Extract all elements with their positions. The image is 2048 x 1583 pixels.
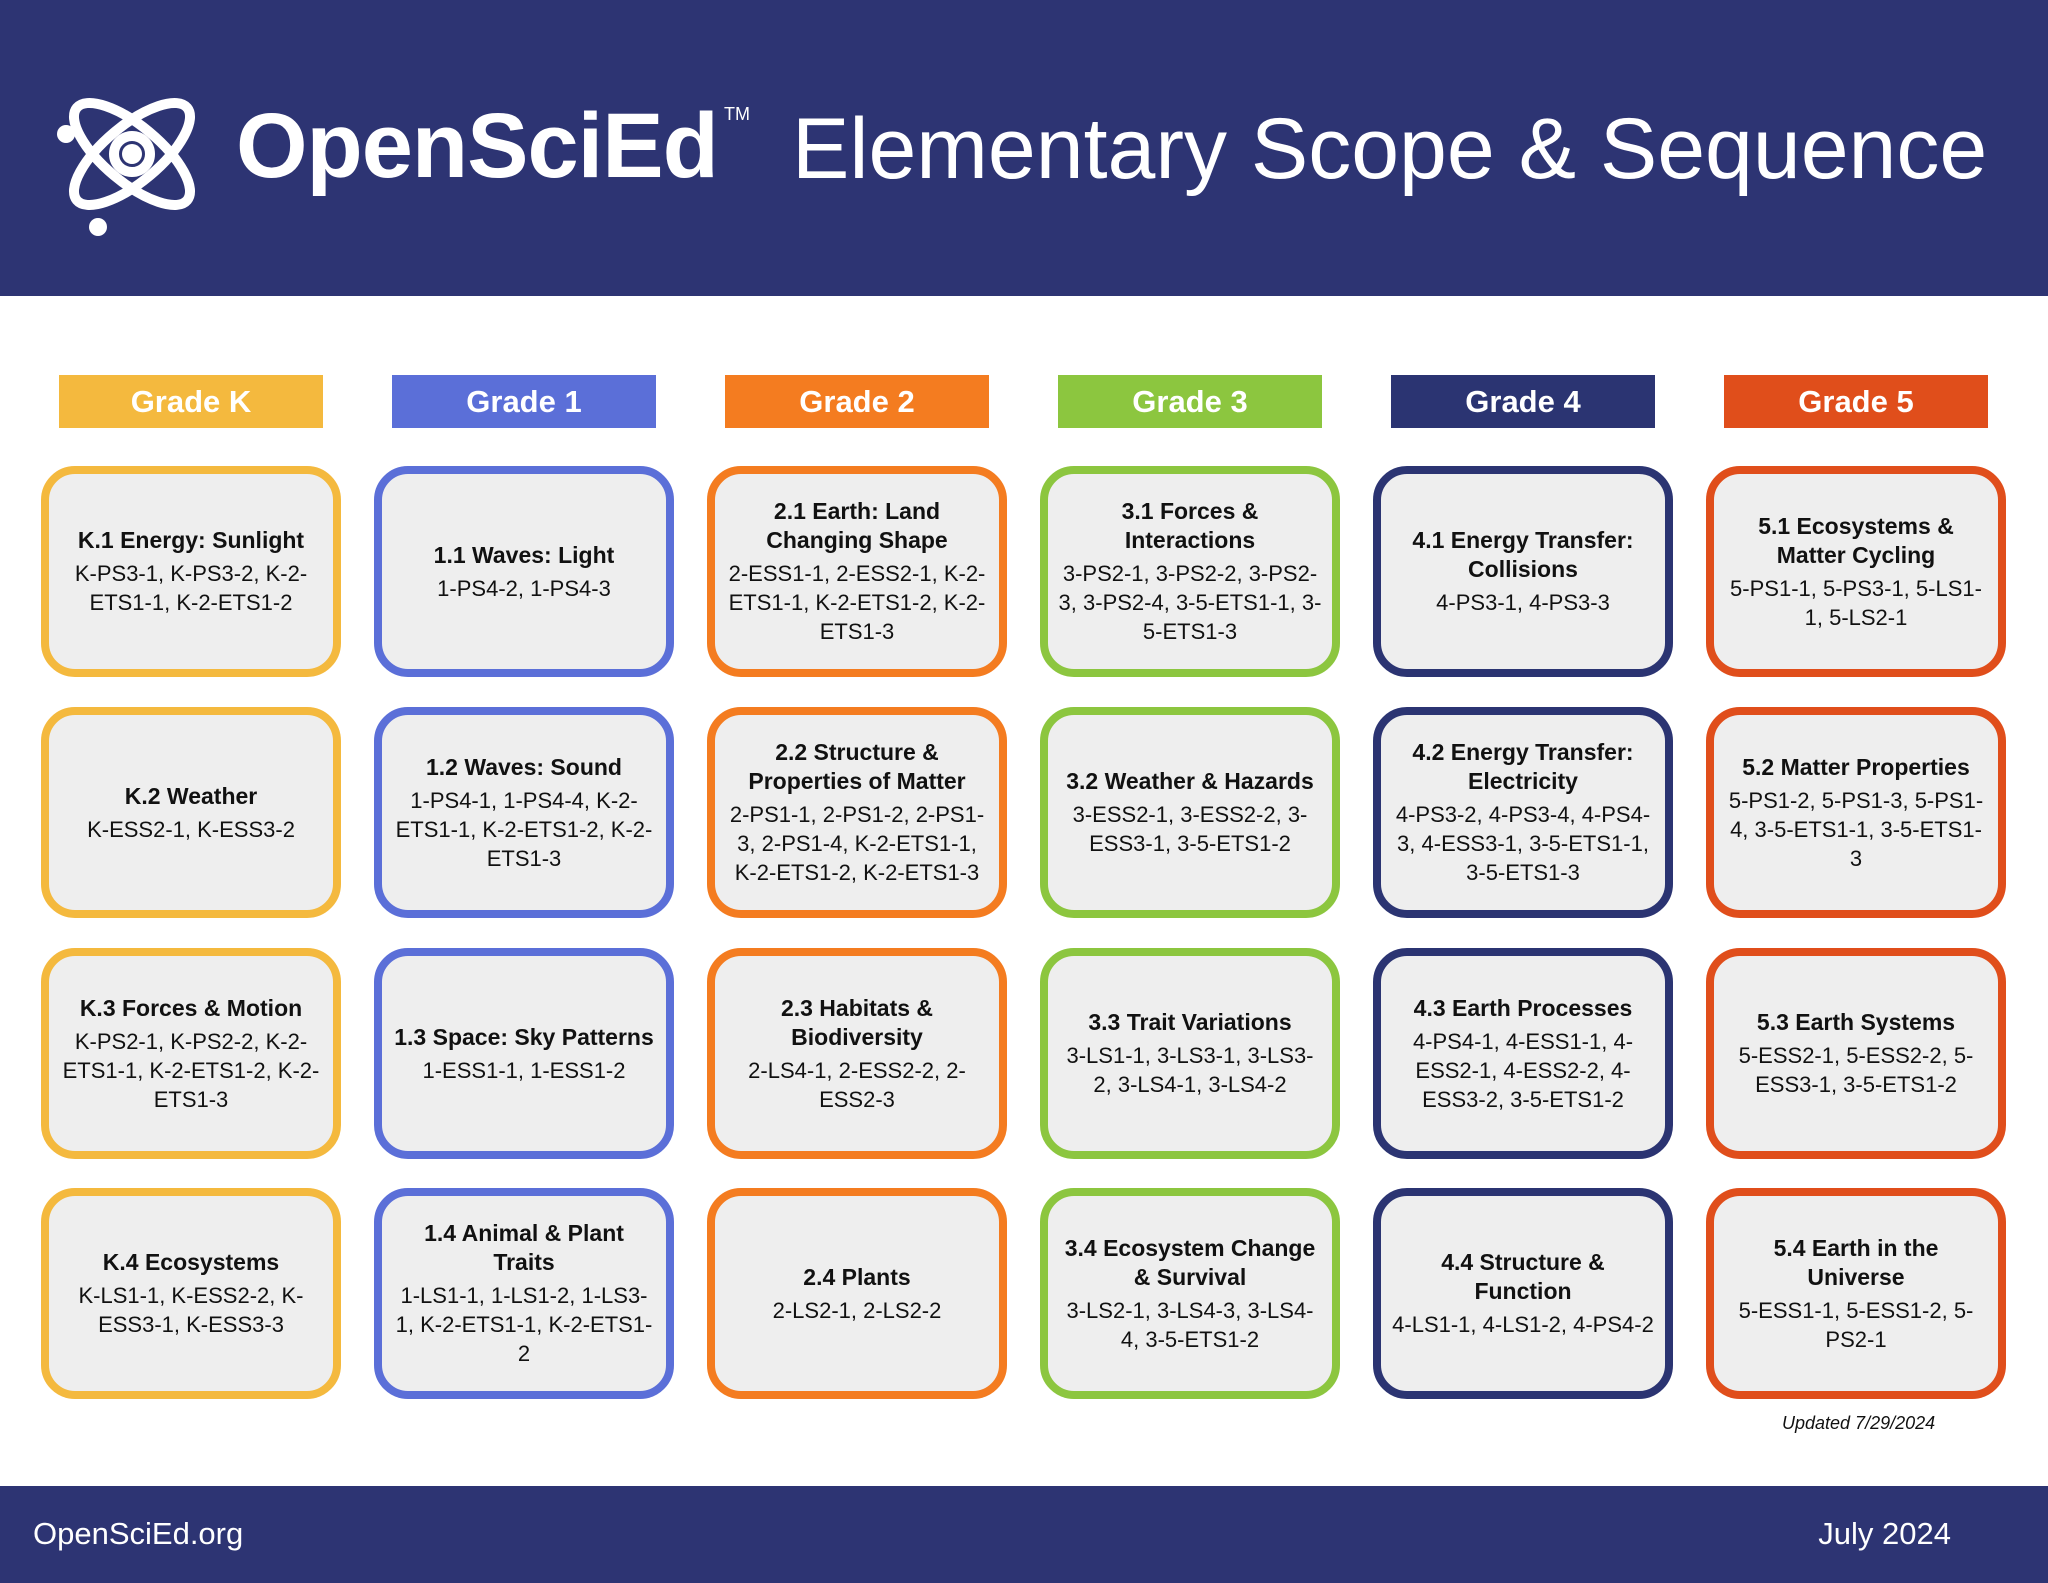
unit-card: 4.3 Earth Processes 4-PS4-1, 4-ESS1-1, 4-… — [1373, 948, 1673, 1159]
unit-card: 3.2 Weather & Hazards 3-ESS2-1, 3-ESS2-2,… — [1040, 707, 1340, 918]
unit-standards: K-PS2-1, K-PS2-2, K-2-ETS1-1, K-2-ETS1-2… — [62, 1028, 320, 1112]
unit-title: 4.3 Earth Processes — [1413, 994, 1633, 1021]
unit-card: 5.4 Earth in the Universe 5-ESS1-1, 5-ESS… — [1706, 1188, 2006, 1399]
unit-card: 2.2 Structure & Properties of Matter 2-PS… — [707, 707, 1007, 918]
grade-column: Grade 5 5.1 Ecosystems & Matter Cycling 5-… — [1706, 375, 2006, 1399]
unit-standards: K-PS3-1, K-PS3-2, K-2-ETS1-1, K-2-ETS1-2 — [74, 561, 308, 615]
unit-card: 4.1 Energy Transfer: Collisions 4-PS3-1, … — [1373, 466, 1673, 677]
unit-title: 4.4 Structure & Function — [1441, 1249, 1605, 1304]
unit-standards: 3-LS2-1, 3-LS4-3, 3-LS4-4, 3-5-ETS1-2 — [1066, 1297, 1314, 1352]
unit-standards: 2-LS2-1, 2-LS2-2 — [772, 1297, 942, 1323]
footer-date: July 2024 — [1818, 1516, 1951, 1551]
unit-standards: K-LS1-1, K-ESS2-2, K-ESS3-1, K-ESS3-3 — [78, 1283, 304, 1337]
grade-header: Grade 1 — [392, 375, 656, 428]
page-footer: OpenSciEd.org July 2024 — [0, 1486, 2048, 1583]
page-title: Elementary Scope & Sequence — [792, 101, 1988, 197]
unit-title: 2.1 Earth: Land Changing Shape — [766, 498, 948, 553]
unit-card: 1.1 Waves: Light 1-PS4-2, 1-PS4-3 — [374, 466, 674, 677]
unit-title: K.4 Ecosystems — [102, 1249, 280, 1275]
unit-standards: 2-PS1-1, 2-PS1-2, 2-PS1-3, 2-PS1-4, K-2-… — [729, 802, 985, 885]
unit-title: 3.3 Trait Variations — [1088, 1009, 1292, 1035]
grade-header: Grade 2 — [725, 375, 989, 428]
grade-column: Grade 3 3.1 Forces & Interactions 3-PS2-1,… — [1040, 375, 1340, 1399]
unit-title: 5.3 Earth Systems — [1756, 1009, 1956, 1035]
unit-title: 1.4 Animal & Plant Traits — [424, 1220, 624, 1275]
unit-standards: 5-ESS2-1, 5-ESS2-2, 5-ESS3-1, 3-5-ETS1-2 — [1738, 1043, 1974, 1097]
unit-title: 5.4 Earth in the Universe — [1773, 1234, 1939, 1290]
unit-title: 2.3 Habitats & Biodiversity — [780, 994, 934, 1050]
unit-title: 1.3 Space: Sky Patterns — [394, 1023, 654, 1050]
unit-title: 1.2 Waves: Sound — [426, 753, 622, 780]
unit-card: 5.3 Earth Systems 5-ESS2-1, 5-ESS2-2, 5-E… — [1706, 948, 2006, 1159]
unit-standards: 3-PS2-1, 3-PS2-2, 3-PS2-3, 3-PS2-4, 3-5-… — [1058, 561, 1322, 644]
website-link[interactable]: OpenSciEd.org — [33, 1516, 244, 1551]
grade-header: Grade 5 — [1724, 375, 1988, 428]
unit-standards: K-ESS2-1, K-ESS3-2 — [87, 816, 295, 842]
page-header: OpenSciEd TM Elementary Scope & Sequence — [0, 0, 2048, 296]
unit-title: 3.1 Forces & Interactions — [1121, 498, 1259, 553]
grade-header: Grade 3 — [1058, 375, 1322, 428]
unit-standards: 5-PS1-2, 5-PS1-3, 5-PS1-4, 3-5-ETS1-1, 3… — [1728, 787, 1984, 871]
unit-standards: 4-PS3-1, 4-PS3-3 — [1436, 590, 1610, 615]
unit-card: 5.1 Ecosystems & Matter Cycling 5-PS1-1, … — [1706, 466, 2006, 677]
unit-title: 2.2 Structure & Properties of Matter — [748, 739, 966, 794]
unit-title: 3.4 Ecosystem Change & Survival — [1064, 1234, 1316, 1290]
unit-title: K.3 Forces & Motion — [79, 994, 303, 1021]
unit-title: K.1 Energy: Sunlight — [77, 527, 305, 553]
unit-card: 2.3 Habitats & Biodiversity 2-LS4-1, 2-ES… — [707, 948, 1007, 1159]
grade-column: Grade 4 4.1 Energy Transfer: Collisions 4-… — [1373, 375, 1673, 1399]
unit-card: 4.4 Structure & Function 4-LS1-1, 4-LS1-2… — [1373, 1188, 1673, 1399]
unit-standards: 4-LS1-1, 4-LS1-2, 4-PS4-2 — [1392, 1312, 1654, 1337]
unit-title: 3.2 Weather & Hazards — [1066, 768, 1314, 794]
unit-title: 1.1 Waves: Light — [433, 541, 615, 568]
unit-title: 4.1 Energy Transfer: Collisions — [1412, 527, 1634, 582]
grade-header: Grade 4 — [1391, 375, 1655, 428]
unit-standards: 4-PS4-1, 4-ESS1-1, 4-ESS2-1, 4-ESS2-2, 4… — [1412, 1028, 1634, 1112]
trademark: TM — [724, 104, 750, 124]
unit-title: 2.4 Plants — [803, 1263, 911, 1290]
unit-standards: 1-PS4-2, 1-PS4-3 — [437, 575, 611, 601]
unit-standards: 3-ESS2-1, 3-ESS2-2, 3-ESS3-1, 3-5-ETS1-2 — [1072, 802, 1308, 856]
unit-standards: 2-LS4-1, 2-ESS2-2, 2-ESS2-3 — [748, 1057, 966, 1112]
unit-standards: 1-ESS1-1, 1-ESS1-2 — [422, 1057, 626, 1083]
unit-standards: 3-LS1-1, 3-LS3-1, 3-LS3-2, 3-LS4-1, 3-LS… — [1066, 1043, 1314, 1097]
unit-title: K.2 Weather — [124, 782, 258, 809]
unit-standards: 1-PS4-1, 1-PS4-4, K-2-ETS1-1, K-2-ETS1-2… — [395, 787, 653, 871]
unit-standards: 1-LS1-1, 1-LS1-2, 1-LS3-1, K-2-ETS1-1, K… — [395, 1283, 653, 1366]
atom-logo-icon — [57, 97, 196, 236]
unit-standards: 5-ESS1-1, 5-ESS1-2, 5-PS2-1 — [1738, 1297, 1974, 1352]
unit-card: 2.4 Plants 2-LS2-1, 2-LS2-2 — [707, 1188, 1007, 1399]
grade-header: Grade K — [59, 375, 323, 428]
unit-card: 3.3 Trait Variations 3-LS1-1, 3-LS3-1, 3-… — [1040, 948, 1340, 1159]
grade-column: Grade 2 2.1 Earth: Land Changing Shape 2-E… — [707, 375, 1007, 1399]
unit-standards: 5-PS1-1, 5-PS3-1, 5-LS1-1, 5-LS2-1 — [1730, 575, 1982, 630]
unit-card: 3.4 Ecosystem Change & Survival 3-LS2-1, … — [1040, 1188, 1340, 1399]
unit-title: 4.2 Energy Transfer: Electricity — [1412, 739, 1634, 794]
unit-card: 4.2 Energy Transfer: Electricity 4-PS3-2,… — [1373, 707, 1673, 918]
unit-card: 3.1 Forces & Interactions 3-PS2-1, 3-PS2-… — [1040, 466, 1340, 677]
unit-card: 1.2 Waves: Sound 1-PS4-1, 1-PS4-4, K-2-ET… — [374, 707, 674, 918]
unit-title: 5.1 Ecosystems & Matter Cycling — [1758, 512, 1954, 568]
unit-card: 1.4 Animal & Plant Traits 1-LS1-1, 1-LS1-… — [374, 1188, 674, 1399]
unit-standards: 2-ESS1-1, 2-ESS2-1, K-2-ETS1-1, K-2-ETS1… — [728, 561, 986, 644]
unit-standards: 4-PS3-2, 4-PS3-4, 4-PS4-3, 4-ESS3-1, 3-5… — [1395, 802, 1651, 885]
unit-title: 5.2 Matter Properties — [1742, 753, 1970, 780]
unit-card: 5.2 Matter Properties 5-PS1-2, 5-PS1-3, 5… — [1706, 707, 2006, 918]
brand-name: OpenSciEd — [236, 94, 719, 197]
unit-card: 2.1 Earth: Land Changing Shape 2-ESS1-1, … — [707, 466, 1007, 677]
unit-card: 1.3 Space: Sky Patterns 1-ESS1-1, 1-ESS1-… — [374, 948, 674, 1159]
logo: OpenSciEd TM — [52, 62, 750, 242]
updated-date: Updated 7/29/2024 — [1782, 1413, 1936, 1433]
